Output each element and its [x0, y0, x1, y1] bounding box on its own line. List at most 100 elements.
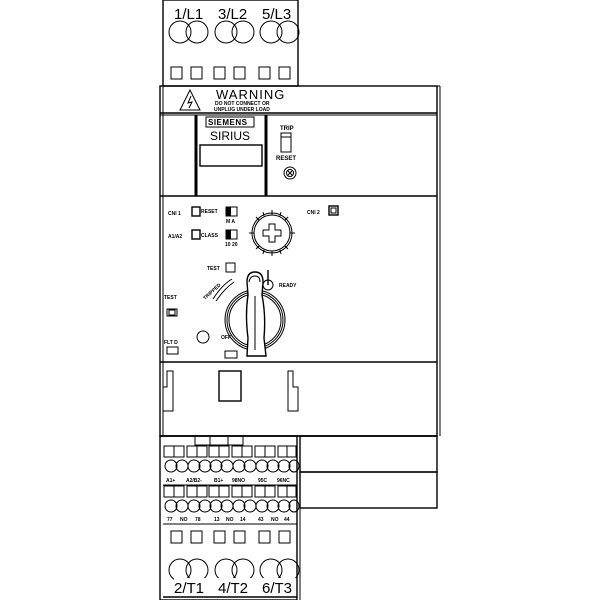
- screw-terminal-icon[interactable]: [185, 20, 209, 44]
- screw-terminal-icon[interactable]: [288, 499, 300, 513]
- screw-terminal-icon[interactable]: [168, 558, 192, 582]
- control-label: 98NO: [232, 478, 245, 484]
- bottom-screw-terminals: [168, 558, 300, 582]
- control-row2-screws: [164, 499, 300, 513]
- control-label: 44: [284, 517, 290, 523]
- screw-terminal-icon[interactable]: [243, 459, 257, 473]
- reset-mode-switch[interactable]: [225, 206, 238, 217]
- screw-terminal-icon[interactable]: [288, 459, 300, 473]
- terminal-label-t3: 6/T3: [262, 580, 292, 597]
- screw-terminal-icon[interactable]: [276, 558, 300, 582]
- lightning-bolt-icon: [187, 95, 193, 109]
- left-clip: [162, 370, 174, 412]
- screw-terminal-icon[interactable]: [266, 459, 280, 473]
- screw-terminal-icon[interactable]: [164, 499, 178, 513]
- screw-terminal-icon[interactable]: [214, 558, 238, 582]
- control-label: 14: [240, 517, 246, 523]
- control-row1-screws: [164, 459, 300, 473]
- screw-terminal-icon[interactable]: [276, 20, 300, 44]
- screw-terminal-icon[interactable]: [232, 459, 246, 473]
- side-test-label: TEST: [164, 295, 177, 301]
- class-switch[interactable]: [225, 229, 238, 240]
- screw-terminal-icon[interactable]: [277, 459, 291, 473]
- screw-terminal-icon[interactable]: [185, 558, 209, 582]
- ready-label: READY: [279, 283, 297, 289]
- control-terminal-block: A1+ A2/B2- B1+ 98NO 95C 96NC 77 NO 78 13: [159, 435, 438, 600]
- control-label: 13: [214, 517, 220, 523]
- off-indicator: [224, 350, 238, 359]
- product-name: SIRIUS: [210, 129, 250, 143]
- warning-line-2: UNPLUG UNDER LOAD: [214, 107, 270, 113]
- control-label: 96NC: [277, 478, 290, 484]
- terminal-label-l3: 5/L3: [262, 6, 291, 23]
- off-label: OFF: [221, 335, 231, 341]
- screw-terminal-icon[interactable]: [277, 499, 291, 513]
- terminal-label-t1: 2/T1: [174, 580, 204, 597]
- a1a2-label: A1/A2: [168, 234, 182, 240]
- brand-panel: SIEMENS SIRIUS: [194, 115, 268, 196]
- center-window: [218, 370, 242, 402]
- screw-terminal-icon[interactable]: [255, 499, 269, 513]
- dial-adjust-icon: [262, 223, 282, 243]
- screw-terminal-icon[interactable]: [164, 459, 178, 473]
- side-test-button[interactable]: [166, 308, 178, 317]
- bottom-wire-entries: [170, 530, 291, 544]
- warning-line-1: DO NOT CONNECT OR: [215, 101, 270, 107]
- high-voltage-warning-icon: [179, 88, 201, 111]
- terminal-label-l2: 3/L2: [218, 6, 247, 23]
- rotary-handle[interactable]: [224, 271, 286, 357]
- reset-mode-positions: M A: [226, 219, 235, 225]
- screw-terminal-icon[interactable]: [259, 20, 283, 44]
- warning-label: WARNING DO NOT CONNECT OR UNPLUG UNDER L…: [179, 87, 284, 113]
- screw-terminal-icon[interactable]: [209, 459, 223, 473]
- trip-reset-indicator: TRIP RESET: [276, 126, 297, 180]
- cni1-led: [191, 206, 201, 217]
- screw-terminal-icon[interactable]: [231, 558, 255, 582]
- screw-terminal-icon[interactable]: [209, 499, 223, 513]
- screw-terminal-icon[interactable]: [187, 499, 201, 513]
- control-label: 95C: [258, 478, 268, 484]
- tripped-arc: [212, 278, 233, 300]
- top-wire-entries: [170, 66, 291, 80]
- screw-terminal-icon[interactable]: [259, 558, 283, 582]
- main-housing: [159, 85, 441, 437]
- control-label: 78: [195, 517, 201, 523]
- control-label: B1+: [214, 478, 223, 484]
- current-setting-dial[interactable]: [249, 210, 295, 256]
- trip-flag: [280, 132, 292, 153]
- screw-terminal-icon[interactable]: [232, 499, 246, 513]
- class-positions: 10 20: [225, 242, 238, 248]
- screw-terminal-icon[interactable]: [255, 459, 269, 473]
- screw-terminal-icon[interactable]: [168, 20, 192, 44]
- control-label: A2/B2-: [186, 478, 202, 484]
- screw-terminal-icon[interactable]: [175, 459, 189, 473]
- cni2-led: [328, 205, 339, 216]
- screw-terminal-icon[interactable]: [175, 499, 189, 513]
- cni1-label: CNI 1: [168, 211, 181, 217]
- mounting-band: [162, 370, 299, 412]
- screw-terminal-icon[interactable]: [220, 499, 234, 513]
- test-button[interactable]: [225, 262, 236, 273]
- control-label: 77: [167, 517, 173, 523]
- control-label: A1+: [166, 478, 175, 484]
- settings-panel: CNI 1 RESET M A A1/A2 CLASS 10 20 CNI 2 …: [164, 205, 339, 359]
- screw-terminal-icon[interactable]: [220, 459, 234, 473]
- screw-terminal-icon[interactable]: [231, 20, 255, 44]
- class-label: CLASS: [201, 233, 219, 239]
- brand-logo: SIEMENS: [208, 118, 248, 127]
- trip-label: TRIP: [280, 126, 294, 132]
- a1a2-led: [191, 229, 201, 240]
- screw-terminal-icon[interactable]: [198, 459, 212, 473]
- indicator-light-icon: [196, 330, 210, 344]
- control-label: 43: [258, 517, 264, 523]
- screw-terminal-icon[interactable]: [243, 499, 257, 513]
- control-row2-entries: [163, 485, 297, 498]
- screw-terminal-icon[interactable]: [187, 459, 201, 473]
- cni2-label: CNI 2: [307, 210, 320, 216]
- control-label: NO: [271, 517, 279, 523]
- screw-terminal-icon[interactable]: [266, 499, 280, 513]
- reset-button[interactable]: [283, 166, 297, 180]
- screw-terminal-icon[interactable]: [198, 499, 212, 513]
- screw-terminal-icon[interactable]: [214, 20, 238, 44]
